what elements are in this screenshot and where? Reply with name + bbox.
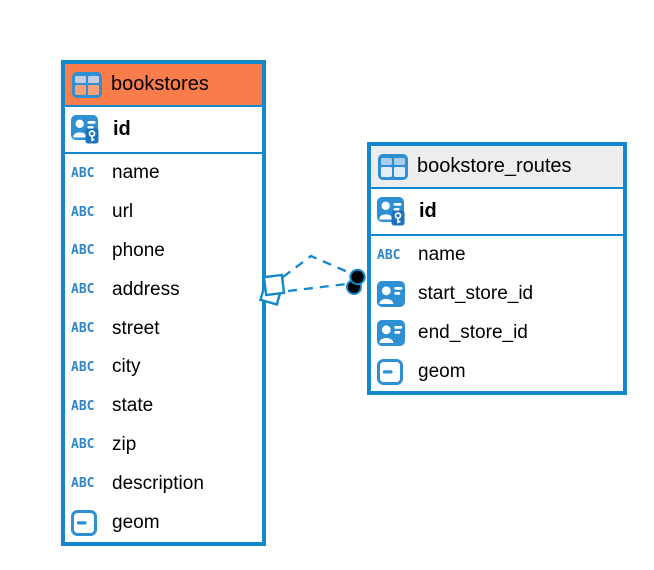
text-icon: ABC (71, 321, 95, 337)
text-icon: ABC (377, 247, 401, 263)
column-name: geom (418, 360, 466, 382)
column-name: end_store_id (418, 321, 528, 343)
table-header-bookstore-routes[interactable]: bookstore_routes (371, 146, 623, 189)
column-row-description[interactable]: ABC description (65, 464, 262, 504)
geometry-icon (377, 358, 409, 385)
target-cardinality-marker-dots[interactable] (346, 268, 366, 295)
column-name: city (112, 356, 141, 378)
column-name: state (112, 395, 154, 417)
column-row-start_store_id[interactable]: start_store_id (371, 274, 623, 314)
column-name: street (112, 317, 160, 339)
column-name: zip (112, 433, 137, 455)
table-header-bookstores[interactable]: bookstores (65, 64, 262, 107)
text-icon: ABC (71, 398, 95, 414)
table-icon (378, 153, 408, 180)
column-name: id (419, 200, 437, 222)
text-icon: ABC (71, 437, 95, 453)
column-name: name (418, 244, 466, 266)
text-icon: ABC (71, 359, 95, 375)
column-name: phone (112, 239, 165, 261)
reference-icon (377, 319, 409, 346)
reference-icon (377, 281, 409, 308)
primary-key-icon (71, 115, 104, 144)
table-icon (72, 71, 102, 98)
column-row-zip[interactable]: ABC zip (65, 425, 262, 465)
table-title: bookstore_routes (417, 155, 572, 177)
column-row-url[interactable]: ABC url (65, 192, 262, 232)
column-row-street[interactable]: ABC street (65, 309, 262, 348)
column-row-end_store_id[interactable]: end_store_id (371, 313, 623, 353)
column-name: url (112, 201, 134, 223)
column-row-id[interactable]: id (371, 189, 623, 234)
column-row-city[interactable]: ABC city (65, 347, 262, 387)
primary-key-icon (377, 197, 410, 226)
column-name: id (113, 118, 131, 140)
column-row-geom[interactable]: geom (65, 503, 262, 542)
column-row-address[interactable]: ABC address (65, 270, 262, 310)
column-name: description (112, 472, 204, 494)
column-row-geom[interactable]: geom (371, 352, 623, 392)
relationship-line[interactable] (282, 254, 351, 278)
column-name: geom (112, 511, 160, 533)
text-icon: ABC (71, 204, 95, 220)
text-icon: ABC (71, 243, 95, 259)
column-row-state[interactable]: ABC state (65, 386, 262, 426)
column-row-phone[interactable]: ABC phone (65, 231, 262, 271)
column-row-name[interactable]: ABC name (65, 154, 262, 193)
text-icon: ABC (71, 165, 95, 181)
relationship-line[interactable] (287, 282, 348, 293)
column-row-id[interactable]: id (65, 107, 262, 152)
text-icon: ABC (71, 476, 95, 492)
column-row-name[interactable]: ABC name (371, 236, 623, 275)
column-name: start_store_id (418, 283, 534, 305)
table-title: bookstores (111, 73, 209, 95)
text-icon: ABC (71, 282, 95, 298)
column-name: address (112, 278, 180, 300)
column-name: name (112, 162, 160, 184)
geometry-icon (71, 509, 103, 536)
